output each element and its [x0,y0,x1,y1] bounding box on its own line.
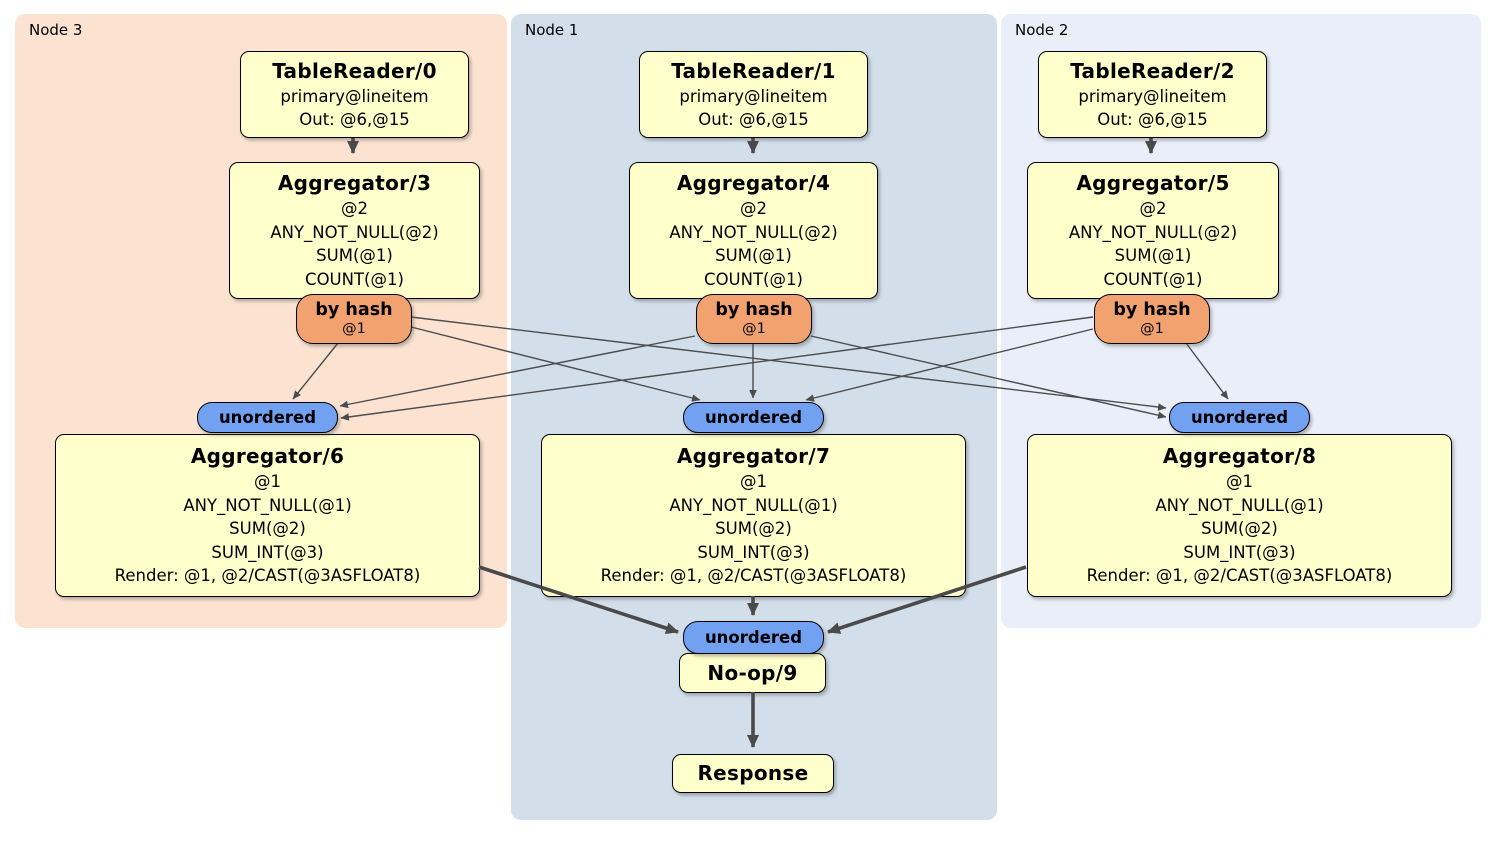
processor-detail-line: SUM(@2) [1201,519,1278,539]
router-label: unordered [704,408,803,427]
processor-detail-line: ANY_NOT_NULL(@1) [183,495,352,515]
processor-detail-line: Out: @6,@15 [299,110,410,129]
noop-9-box: No-op/9 [679,653,826,693]
processor-detail-line: ANY_NOT_NULL(@2) [669,222,838,242]
node-group-1-label: Node 1 [525,21,579,39]
processor-detail-line: SUM(@2) [715,519,792,539]
aggregator-3-box: Aggregator/3 @2 ANY_NOT_NULL(@2) SUM(@1)… [229,162,480,299]
by-hash-router-node3: by hash @1 [296,294,412,344]
processor-detail-line: SUM_INT(@3) [697,542,810,562]
unordered-router-node1: unordered [683,402,824,433]
router-label: by hash [1113,300,1191,320]
processor-title: TableReader/0 [272,58,437,83]
processor-detail-line: primary@lineitem [679,86,828,106]
processor-detail-line: @2 [740,199,767,218]
unordered-router-node3: unordered [197,402,338,433]
processor-detail-line: SUM(@2) [229,519,306,539]
processor-detail-line: SUM(@1) [1114,246,1192,265]
processor-detail-line: Render: @1, @2/CAST(@3ASFLOAT8) [600,566,907,586]
tablereader-0-box: TableReader/0 primary@lineitem Out: @6,@… [240,51,469,138]
unordered-router-final: unordered [683,621,824,654]
router-label: by hash [315,300,393,320]
processor-title: TableReader/2 [1070,58,1235,83]
processor-title: Aggregator/4 [676,171,831,195]
router-label: unordered [218,408,317,427]
processor-detail-line: @1 [254,472,281,492]
processor-detail-line: @1 [740,472,767,492]
processor-detail-line: SUM(@1) [715,246,792,265]
processor-detail-line: primary@lineitem [280,86,429,106]
router-detail: @1 [1140,321,1164,337]
processor-detail-line: ANY_NOT_NULL(@2) [1068,222,1238,242]
processor-title: TableReader/1 [671,58,836,83]
unordered-router-node2: unordered [1169,402,1310,433]
processor-title: Aggregator/5 [1076,171,1230,195]
aggregator-5-box: Aggregator/5 @2 ANY_NOT_NULL(@2) SUM(@1)… [1027,162,1279,299]
processor-detail-line: @2 [341,199,368,218]
processor-detail-line: SUM_INT(@3) [1183,542,1296,562]
processor-detail-line: COUNT(@1) [305,269,404,289]
processor-title: No-op/9 [707,660,798,685]
processor-detail-line: ANY_NOT_NULL(@1) [669,495,838,515]
processor-detail-line: @2 [1139,199,1167,218]
processor-detail-line: @1 [1226,472,1253,492]
aggregator-8-box: Aggregator/8 @1 ANY_NOT_NULL(@1) SUM(@2)… [1027,434,1452,597]
processor-title: Aggregator/7 [676,444,831,469]
aggregator-4-box: Aggregator/4 @2 ANY_NOT_NULL(@2) SUM(@1)… [629,162,878,299]
processor-title: Aggregator/6 [190,444,345,469]
processor-detail-line: SUM(@1) [316,246,393,265]
tablereader-2-box: TableReader/2 primary@lineitem Out: @6,@… [1038,51,1267,138]
router-label: by hash [715,300,793,320]
node-group-2-label: Node 2 [1015,21,1069,39]
processor-detail-line: ANY_NOT_NULL(@1) [1155,495,1324,515]
processor-detail-line: COUNT(@1) [704,269,803,289]
response-box: Response [672,754,834,793]
processor-detail-line: Render: @1, @2/CAST(@3ASFLOAT8) [1086,566,1393,586]
processor-title: Response [697,761,809,785]
processor-detail-line: SUM_INT(@3) [211,542,324,562]
processor-detail-line: Out: @6,@15 [698,110,809,129]
router-label: unordered [1190,408,1289,427]
processor-detail-line: COUNT(@1) [1103,269,1203,289]
aggregator-6-box: Aggregator/6 @1 ANY_NOT_NULL(@1) SUM(@2)… [55,434,480,597]
processor-detail-line: ANY_NOT_NULL(@2) [270,222,439,242]
processor-title: Aggregator/8 [1162,444,1317,469]
router-detail: @1 [742,321,766,337]
processor-detail-line: Out: @6,@15 [1097,110,1208,129]
processor-title: Aggregator/3 [277,171,432,195]
router-detail: @1 [342,321,366,337]
processor-detail-line: primary@lineitem [1078,86,1227,106]
node-group-3-label: Node 3 [29,21,83,39]
processor-detail-line: Render: @1, @2/CAST(@3ASFLOAT8) [114,566,421,586]
aggregator-7-box: Aggregator/7 @1 ANY_NOT_NULL(@1) SUM(@2)… [541,434,966,597]
router-label: unordered [704,628,803,647]
by-hash-router-node2: by hash @1 [1094,294,1210,344]
by-hash-router-node1: by hash @1 [696,294,812,344]
tablereader-1-box: TableReader/1 primary@lineitem Out: @6,@… [639,51,868,138]
